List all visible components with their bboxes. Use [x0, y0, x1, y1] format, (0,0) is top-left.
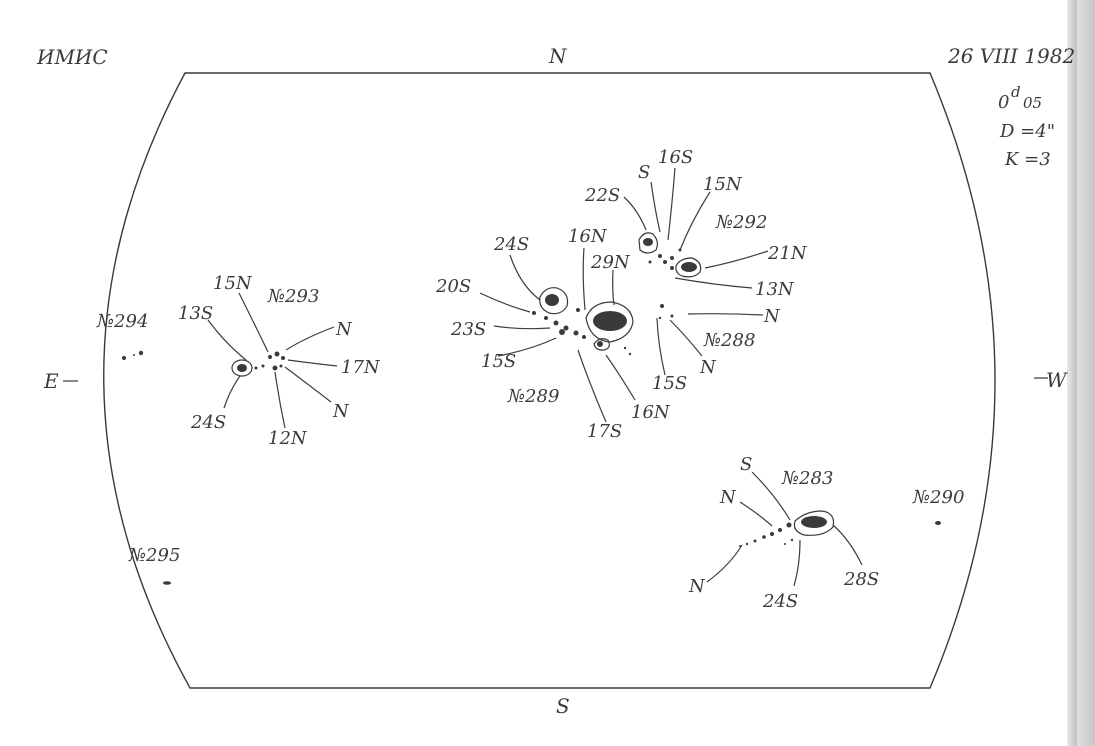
- diameter-label: D =4": [999, 121, 1055, 142]
- sunspot-294b: [138, 350, 144, 356]
- group-283-leaders: [706, 471, 863, 587]
- group-293-leaders: [207, 292, 338, 429]
- west-label: W: [1046, 368, 1068, 392]
- south-label: S: [556, 694, 570, 718]
- group-292-label-22s: 22S: [584, 185, 620, 206]
- book-page-edge: [1067, 0, 1095, 746]
- group-293-label-n-lower: N: [332, 401, 350, 422]
- time-hours: 0: [998, 92, 1009, 113]
- group-292-label-21n: 21N: [767, 243, 808, 264]
- group-283-number: №283: [781, 468, 833, 489]
- group-289-leaders: [479, 247, 636, 423]
- group-289-label-15s: 15S: [481, 351, 516, 372]
- sunspot-294c: [133, 354, 135, 356]
- group-289-label-16n: 16N: [568, 226, 608, 247]
- group-288-label-15s: 15S: [652, 373, 687, 394]
- group-283-label-n-upper: N: [719, 487, 737, 508]
- group-293-label-12n: 12N: [268, 428, 308, 449]
- group-293-label-13s: 13S: [178, 303, 213, 324]
- group-283-label-s: S: [740, 454, 752, 475]
- group-292-label-15n: 15N: [703, 174, 743, 195]
- group-290-number: №290: [912, 487, 964, 508]
- group-292-spots: [638, 232, 702, 278]
- group-293-label-17n: 17N: [341, 357, 381, 378]
- group-288-spots: [658, 304, 674, 320]
- solar-disk-outline: [103, 72, 996, 689]
- group-283-label-28s: 28S: [843, 569, 879, 590]
- group-293-spots: [231, 351, 285, 377]
- group-288-label-n-right: N: [763, 306, 781, 327]
- group-292-label-16s: 16S: [658, 147, 693, 168]
- group-292-label-13n: 13N: [755, 279, 795, 300]
- date-label: 26 VIII 1982: [947, 44, 1075, 68]
- group-294-number: №294: [96, 311, 148, 332]
- group-289-number: №289: [507, 386, 559, 407]
- group-293-label-15n: 15N: [213, 273, 253, 294]
- group-283-spots: [739, 510, 835, 547]
- group-289-label-24s: 24S: [493, 234, 529, 255]
- time-unit: d: [1011, 83, 1021, 101]
- group-289-label-17s: 17S: [587, 421, 622, 442]
- east-label: E: [43, 369, 59, 393]
- sunspot-295: [163, 581, 171, 585]
- group-292-number: №292: [715, 212, 767, 233]
- group-288-label-n-lower: N: [699, 357, 717, 378]
- north-label: N: [548, 44, 568, 68]
- sunspot-290: [935, 521, 941, 525]
- group-288-number: №288: [703, 330, 755, 351]
- group-283-label-24s: 24S: [762, 591, 798, 612]
- book-page-shadow: [1067, 0, 1077, 746]
- k-value-label: K =3: [1004, 149, 1051, 170]
- sunspot-294a: [122, 356, 126, 360]
- group-295-number: №295: [128, 545, 180, 566]
- group-289-spots: [532, 287, 634, 356]
- group-289-label-16n-lower: 16N: [631, 402, 671, 423]
- group-293-number: №293: [267, 286, 319, 307]
- time-fraction: 05: [1023, 94, 1042, 112]
- group-289-label-20s: 20S: [435, 276, 471, 297]
- group-288-leaders: [656, 313, 764, 376]
- group-289-label-29n: 29N: [590, 252, 631, 273]
- group-292-leaders: [623, 167, 769, 289]
- group-292-label-s: S: [638, 162, 650, 183]
- group-289-label-23s: 23S: [450, 319, 486, 340]
- institute-label: ИМИС: [36, 45, 108, 69]
- group-293-label-24s: 24S: [190, 412, 226, 433]
- group-283-label-n-lower: N: [688, 576, 706, 597]
- group-293-label-n-upper: N: [335, 319, 353, 340]
